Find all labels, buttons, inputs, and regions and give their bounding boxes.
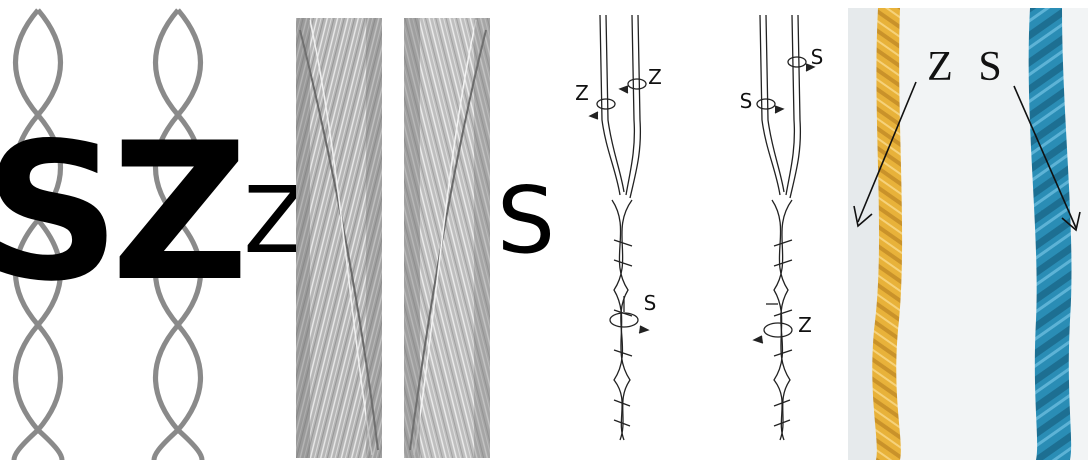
ss-z-ply-diagram: [754, 15, 814, 440]
rope-left-letter: S: [0, 102, 120, 323]
zz-s-ply-diagram: [590, 15, 648, 440]
yarn-photo-panel: Z S: [848, 8, 1088, 460]
left-diagram-singles-right-label: Z: [648, 65, 662, 89]
left-diagram-singles-left-label: Z: [575, 81, 589, 105]
z-micrograph: [296, 18, 382, 458]
right-diagram-singles-left-label: S: [740, 89, 753, 113]
right-diagram-ply-label: Z: [798, 313, 812, 337]
photo-left-letter: Z: [927, 44, 953, 90]
micrograph-right-letter: S: [497, 167, 555, 274]
s-micrograph: [404, 18, 490, 458]
micrograph-panel: Z S: [243, 18, 555, 458]
rope-panel: S Z: [0, 10, 249, 460]
rope-right-letter: Z: [111, 102, 249, 323]
plying-panel: Z Z S S S Z: [575, 15, 823, 440]
right-diagram-singles-right-label: S: [811, 45, 824, 69]
photo-right-letter: S: [978, 44, 1001, 90]
left-diagram-ply-label: S: [644, 291, 657, 315]
